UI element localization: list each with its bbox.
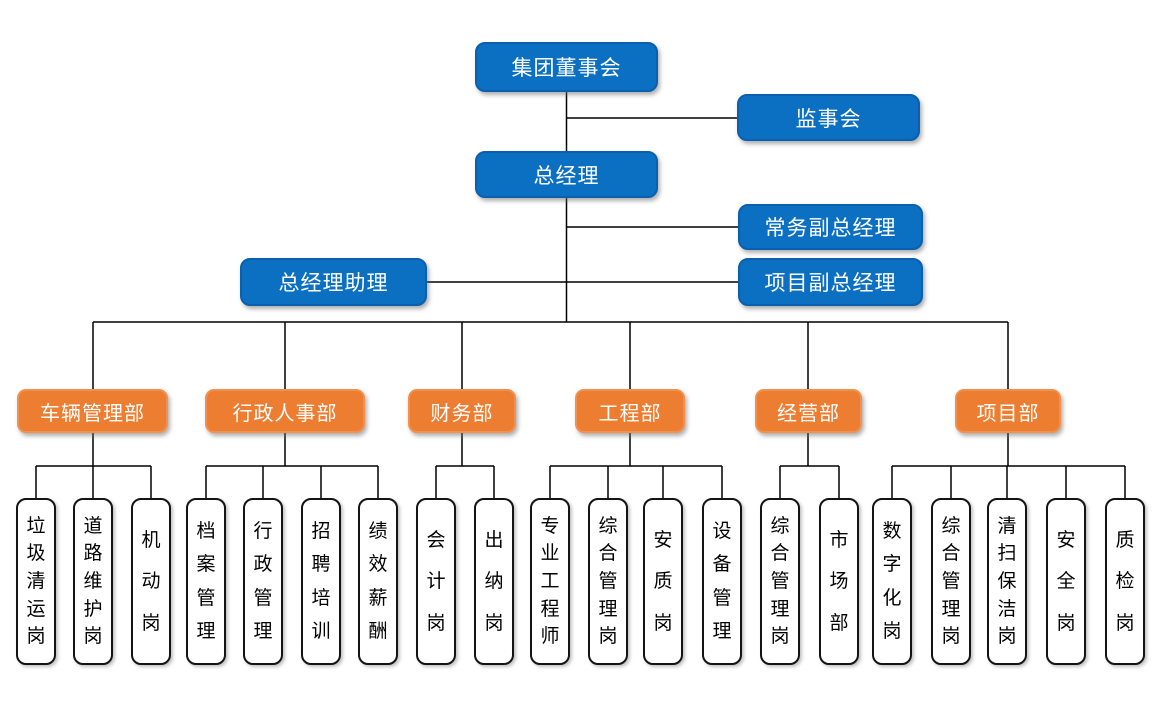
position-node-general-management-proj: 综合管理岗 <box>931 498 971 665</box>
position-node-accounting: 会计岗 <box>416 498 456 665</box>
node-general-manager: 总经理 <box>475 151 658 198</box>
node-executive-deputy-gm: 常务副总经理 <box>738 204 923 250</box>
node-project-deputy-gm: 项目副总经理 <box>738 258 923 306</box>
position-node-general-management-eng: 综合管理岗 <box>588 498 628 665</box>
node-supervisory-board: 监事会 <box>737 94 920 141</box>
node-group-board: 集团董事会 <box>475 42 658 92</box>
position-node-market-dept: 市场部 <box>819 498 859 665</box>
dept-node-engineering: 工程部 <box>575 389 685 433</box>
position-node-road-maintenance: 道路维护岗 <box>73 498 113 665</box>
position-node-admin-management: 行政管理 <box>243 498 283 665</box>
position-node-equipment-management: 设备管理 <box>702 498 742 665</box>
position-node-archive-management: 档案管理 <box>186 498 226 665</box>
dept-node-vehicle-management: 车辆管理部 <box>17 389 168 433</box>
position-node-professional-engineer: 专业工程师 <box>530 498 570 665</box>
position-node-digitalization: 数字化岗 <box>872 498 912 665</box>
position-node-recruit-training: 招聘培训 <box>301 498 341 665</box>
position-node-safety: 安全岗 <box>1046 498 1086 665</box>
position-node-performance-payroll: 绩效薪酬 <box>358 498 398 665</box>
position-node-mobile-post: 机动岗 <box>131 498 171 665</box>
dept-node-project: 项目部 <box>955 389 1061 433</box>
position-node-safety-quality: 安质岗 <box>643 498 683 665</box>
position-node-quality-inspection: 质检岗 <box>1105 498 1145 665</box>
dept-node-finance: 财务部 <box>408 389 516 433</box>
position-node-cashier: 出纳岗 <box>474 498 514 665</box>
position-node-general-management-ops: 综合管理岗 <box>760 498 800 665</box>
position-node-cleaning: 清扫保洁岗 <box>987 498 1027 665</box>
dept-node-operations: 经营部 <box>755 389 862 433</box>
dept-node-admin-hr: 行政人事部 <box>205 389 365 433</box>
position-node-garbage-removal: 垃圾清运岗 <box>16 498 56 665</box>
node-gm-assistant: 总经理助理 <box>240 258 427 306</box>
